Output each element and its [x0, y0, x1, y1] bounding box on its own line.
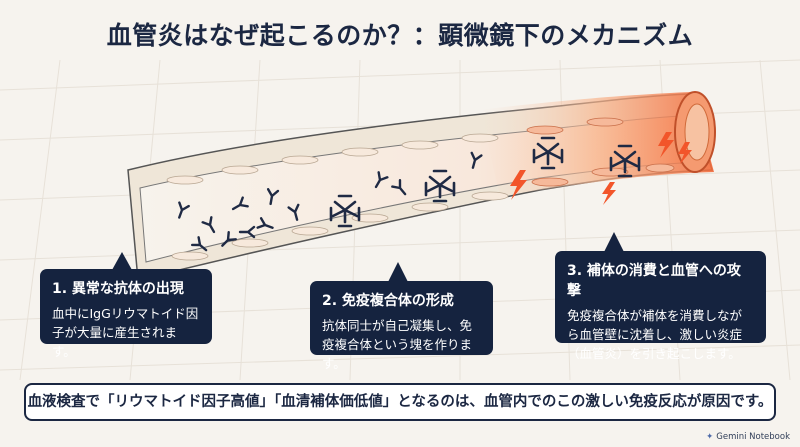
brand-watermark: ✦Gemini Notebook	[706, 432, 790, 442]
step-2-callout: 2. 免疫複合体の形成 抗体同士が自己凝集し、免疫複合体という塊を作ります。	[310, 281, 493, 371]
damage-bolt-icon	[678, 142, 692, 164]
sparkle-icon: ✦	[706, 432, 714, 442]
immune-complex	[532, 136, 564, 170]
damage-bolt-icon	[510, 170, 527, 200]
damage-bolt-icon	[602, 182, 616, 205]
vessel-opening-inner	[684, 103, 710, 161]
brand-label: Gemini Notebook	[716, 432, 790, 442]
step-2-heading: 2. 免疫複合体の形成	[322, 293, 454, 309]
step-3-callout: 3. 補体の消費と血管への攻撃 免疫複合体が補体を消費しながら血管壁に沈着し、激…	[555, 251, 766, 361]
immune-complex	[424, 169, 456, 203]
step-2-body: 抗体同士が自己凝集し、免疫複合体という塊を作ります。	[322, 318, 473, 371]
step-1-body: 血中にIgGリウマトイド因子が大量に産生されます。	[52, 306, 199, 359]
step-1-heading: 1. 異常な抗体の出現	[52, 281, 184, 297]
summary-banner: 血液検査で「リウマトイド因子高値」「血清補体価低値」となるのは、血管内でのこの激…	[24, 383, 776, 421]
callout-pointer-3	[604, 232, 624, 252]
step-1-callout: 1. 異常な抗体の出現 血中にIgGリウマトイド因子が大量に産生されます。	[40, 269, 212, 359]
callout-pointer-1	[112, 252, 132, 270]
immune-complex	[329, 194, 361, 228]
callout-pointer-2	[388, 262, 408, 282]
step-3-body: 免疫複合体が補体を消費しながら血管壁に沈着し、激しい炎症（血管炎）を引き起こしま…	[567, 308, 743, 361]
page-title: 血管炎はなぜ起こるのか？：顕微鏡下のメカニズム	[106, 21, 694, 50]
damage-bolt-icon	[658, 132, 674, 158]
immune-complex	[609, 144, 641, 178]
step-3-heading: 3. 補体の消費と血管への攻撃	[567, 263, 741, 299]
